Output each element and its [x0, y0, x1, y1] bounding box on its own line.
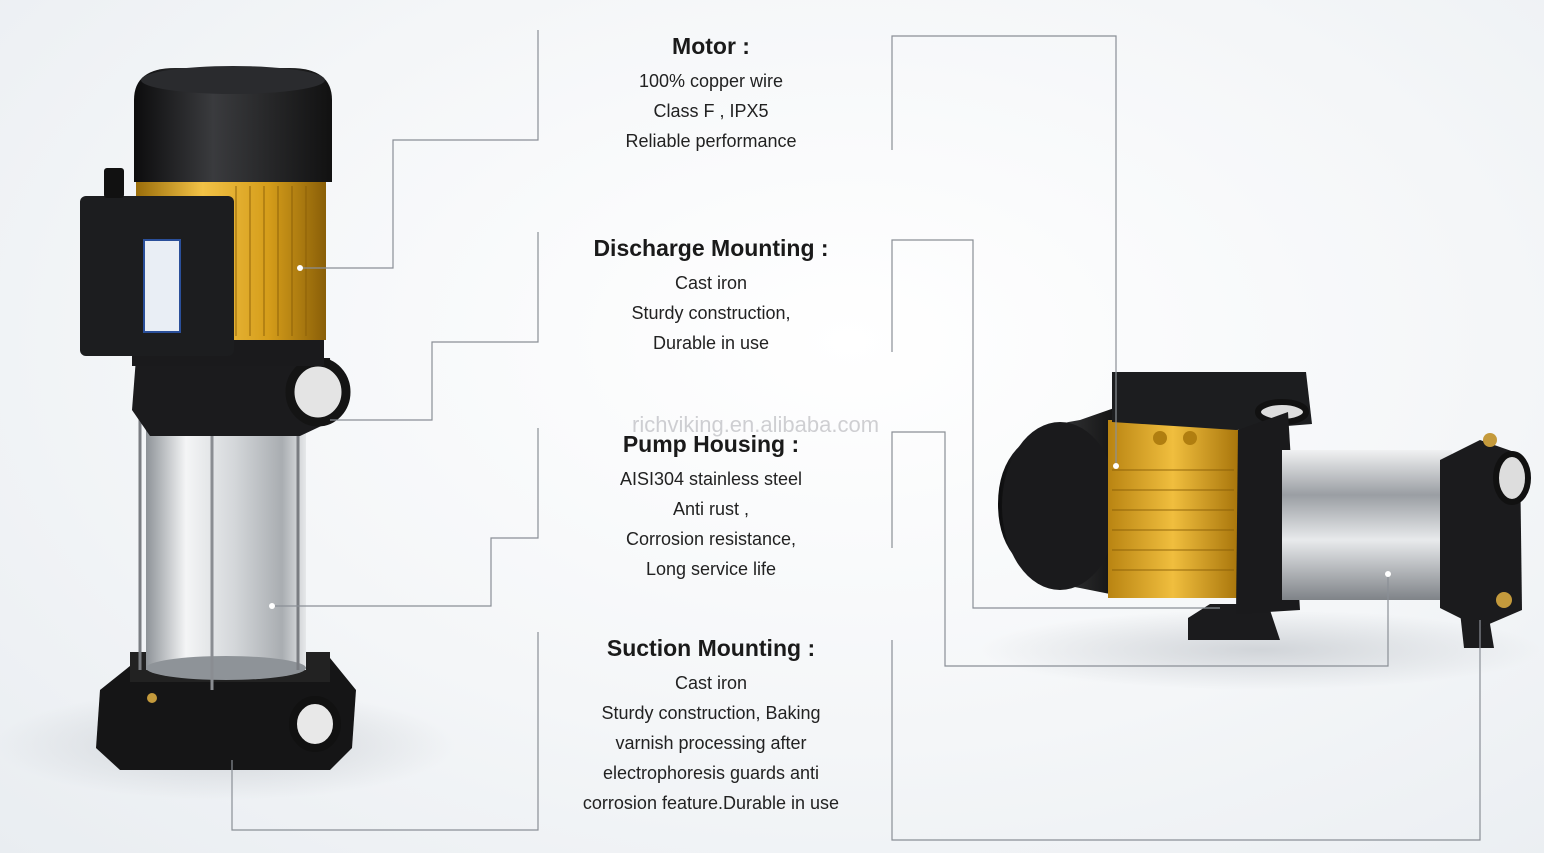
- suction-leader-line-right: [891, 620, 1481, 841]
- housing-leader-line: [272, 428, 539, 607]
- motor-leader-line: [300, 30, 539, 269]
- housing-leader-line-right: [891, 431, 1389, 667]
- feature-line: Sturdy construction, Baking: [601, 703, 821, 723]
- feature-title: Discharge Mounting :: [593, 235, 829, 261]
- discharge-mounting-feature: Discharge Mounting : Cast iron Sturdy co…: [541, 235, 881, 358]
- feature-line: 100% copper wire: [638, 71, 784, 91]
- motor-leader-line-right: [891, 35, 1117, 466]
- feature-line: AISI304 stainless steel: [619, 469, 803, 489]
- feature-line: Anti rust ,: [672, 499, 750, 519]
- feature-line: Cast iron: [674, 673, 748, 693]
- pump-housing-feature: Pump Housing : AISI304 stainless steel A…: [541, 431, 881, 584]
- feature-title: Suction Mounting :: [606, 635, 816, 661]
- feature-line: Sturdy construction,: [631, 303, 791, 323]
- discharge-leader-line: [330, 232, 539, 421]
- feature-line: Corrosion resistance,: [625, 529, 797, 549]
- suction-mounting-feature: Suction Mounting : Cast iron Sturdy cons…: [541, 635, 881, 818]
- discharge-leader-line-right: [891, 239, 1220, 609]
- motor-feature: Motor : 100% copper wire Class F , IPX5 …: [541, 33, 881, 156]
- feature-line: Reliable performance: [625, 131, 797, 151]
- feature-line: varnish processing after: [615, 733, 807, 753]
- feature-line: Cast iron: [674, 273, 748, 293]
- feature-title: Motor :: [672, 33, 750, 59]
- feature-line: Long service life: [645, 559, 777, 579]
- suction-leader-line: [231, 632, 539, 831]
- feature-line: electrophoresis guards anti: [602, 763, 820, 783]
- feature-line: corrosion feature.Durable in use: [582, 793, 840, 813]
- feature-line: Class F , IPX5: [653, 101, 769, 121]
- watermark: richviking.en.alibaba.com: [632, 412, 880, 437]
- feature-title: Pump Housing :: [622, 431, 800, 457]
- feature-line: Durable in use: [652, 333, 770, 353]
